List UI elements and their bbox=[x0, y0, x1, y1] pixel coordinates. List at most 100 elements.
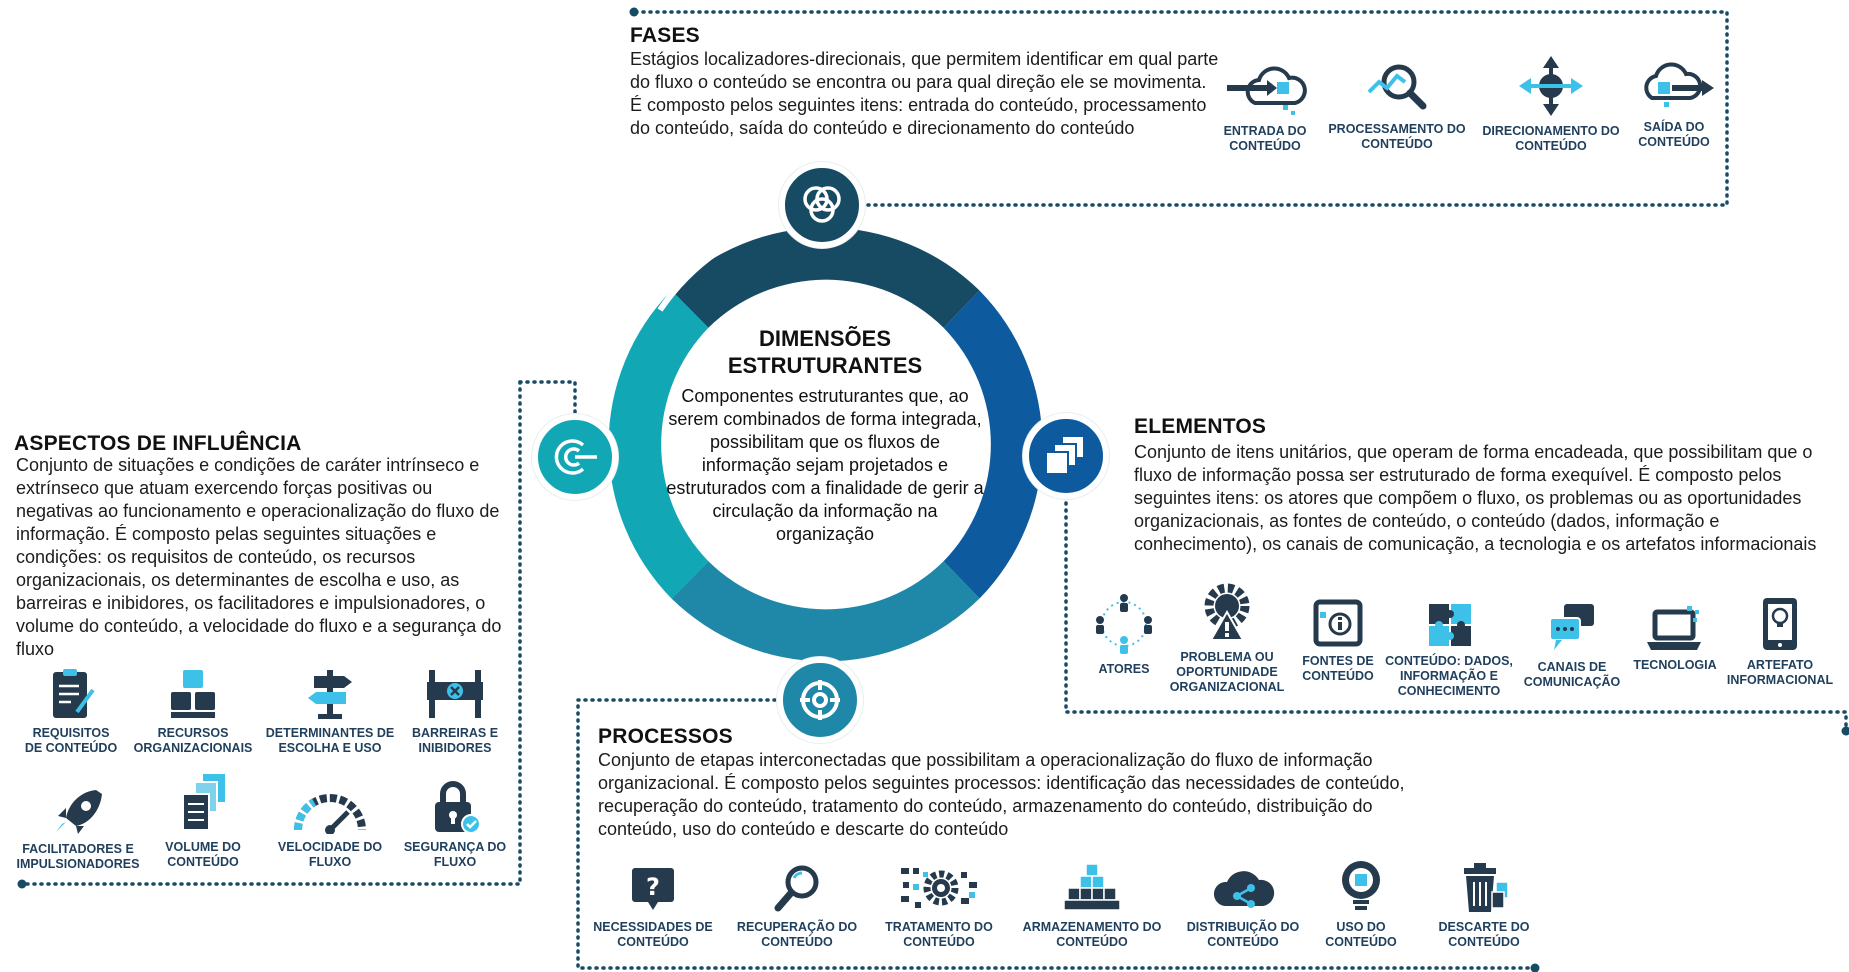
aspectos-connector bbox=[20, 380, 522, 886]
fases-item: PROCESSAMENTO DO CONTEÚDO bbox=[1322, 58, 1472, 152]
elementos-item-label: ATORES bbox=[1098, 662, 1150, 676]
processos-item-label: NECESSIDADES DE CONTEÚDO bbox=[593, 920, 713, 949]
aspectos-item-label: REQUISITOS DE CONTEÚDO bbox=[24, 726, 118, 755]
boxes-icon bbox=[171, 670, 215, 718]
laptop-icon bbox=[1647, 606, 1701, 650]
fases-hub bbox=[779, 162, 865, 248]
center-title: DIMENSÕES ESTRUTURANTES bbox=[660, 325, 990, 379]
question-sign-icon: ? bbox=[632, 868, 674, 910]
svg-text:?: ? bbox=[646, 873, 660, 901]
chat-bubbles-icon bbox=[1549, 604, 1594, 650]
ring-segment-elementos bbox=[943, 290, 1043, 599]
data-gear-icon bbox=[901, 868, 977, 908]
elementos-item: PROBLEMA OU OPORTUNIDADE ORGANIZACIONAL bbox=[1152, 582, 1302, 695]
processos-item: USO DO CONTEÚDO bbox=[1286, 858, 1436, 950]
processos-item-label: ARMAZENAMENTO DO CONTEÚDO bbox=[1022, 920, 1162, 949]
elementos-item-label: FONTES DE CONTEÚDO bbox=[1302, 654, 1374, 683]
aspectos-item: RECURSOS ORGANIZACIONAIS bbox=[118, 668, 268, 756]
elementos-description: Conjunto de itens unitários, que operam … bbox=[1134, 442, 1817, 554]
fases-item-label: ENTRADA DO CONTEÚDO bbox=[1223, 124, 1307, 153]
aspectos-item-label: DETERMINANTES DE ESCOLHA E USO bbox=[265, 726, 395, 755]
aspectos-item-label: FACILITADORES E IMPULSIONADORES bbox=[16, 842, 140, 871]
processos-item: DISTRIBUIÇÃO DO CONTEÚDO bbox=[1168, 868, 1318, 950]
center-title-line2: ESTRUTURANTES bbox=[727, 353, 923, 378]
cloud-output-icon bbox=[1644, 62, 1714, 107]
gear-warning-icon bbox=[1204, 583, 1250, 641]
elementos-item-label: PROBLEMA OU OPORTUNIDADE ORGANIZACIONAL bbox=[1169, 650, 1285, 694]
processos-item-label: USO DO CONTEÚDO bbox=[1325, 920, 1397, 949]
aspectos-item-label: SEGURANÇA DO FLUXO bbox=[403, 840, 507, 869]
elementos-item-label: ARTEFATO INFORMACIONAL bbox=[1726, 658, 1834, 687]
processos-item: ARMAZENAMENTO DO CONTEÚDO bbox=[1017, 862, 1167, 950]
magnifier-chart-icon bbox=[1367, 64, 1427, 110]
elementos-item: TECNOLOGIA bbox=[1600, 604, 1750, 673]
connector-dot bbox=[1530, 963, 1540, 972]
processos-title: PROCESSOS bbox=[598, 725, 733, 748]
signpost-icon bbox=[308, 670, 352, 719]
elementos-item: ATORES bbox=[1049, 592, 1199, 677]
aspectos-item-label: VOLUME DO CONTEÚDO bbox=[165, 840, 241, 869]
fases-item-label: DIRECIONAMENTO DO CONTEÚDO bbox=[1482, 124, 1620, 153]
aspectos-item: FACILITADORES E IMPULSIONADORES bbox=[3, 786, 153, 872]
tablet-idea-icon bbox=[1763, 598, 1797, 650]
elementos-item: ARTEFATO INFORMACIONAL bbox=[1705, 596, 1849, 688]
center-title-line1: DIMENSÕES bbox=[758, 326, 892, 351]
stacked-squares-icon bbox=[1045, 435, 1085, 475]
fases-item-label: SAÍDA DO CONTEÚDO bbox=[1638, 120, 1710, 149]
aspectos-item: BARREIRAS E INIBIDORES bbox=[380, 668, 530, 756]
elementos-item-label: CANAIS DE COMUNICAÇÃO bbox=[1523, 660, 1621, 689]
elementos-title: ELEMENTOS bbox=[1134, 415, 1267, 438]
processos-connector bbox=[576, 698, 1537, 970]
target-circle-icon bbox=[800, 680, 840, 720]
padlock-icon bbox=[435, 781, 481, 834]
barrier-icon bbox=[427, 670, 483, 718]
people-network-icon bbox=[1096, 594, 1152, 654]
target-arrows-icon bbox=[554, 439, 597, 475]
elementos-item: CONTEÚDO: DADOS, INFORMAÇÃO E CONHECIMEN… bbox=[1374, 602, 1524, 699]
connector-dot bbox=[629, 7, 639, 17]
processos-item: TRATAMENTO DO CONTEÚDO bbox=[864, 862, 1014, 950]
connector-dot bbox=[17, 879, 27, 889]
processos-item-label: RECUPERAÇÃO DO CONTEÚDO bbox=[736, 920, 858, 949]
aspectos-item: DETERMINANTES DE ESCOLHA E USO bbox=[255, 668, 405, 756]
aspectos-title: ASPECTOS DE INFLUÊNCIA bbox=[14, 432, 302, 455]
aspectos-item-label: VELOCIDADE DO FLUXO bbox=[277, 840, 383, 869]
center-description: Componentes estruturantes que, ao serem … bbox=[666, 386, 984, 544]
fases-description: Estágios localizadores-direcionais, que … bbox=[630, 49, 1219, 138]
aspectos-item: SEGURANÇA DO FLUXO bbox=[380, 780, 530, 870]
fases-item: DIRECIONAMENTO DO CONTEÚDO bbox=[1476, 54, 1626, 154]
search-icon bbox=[774, 865, 819, 912]
speedometer-icon bbox=[293, 794, 366, 834]
processos-hub bbox=[777, 657, 863, 743]
cloud-share-icon bbox=[1213, 871, 1275, 908]
four-arrows-icon bbox=[1519, 56, 1583, 116]
ring-segment-fases bbox=[671, 227, 980, 328]
dimensions-ring bbox=[608, 227, 1043, 662]
info-window-icon bbox=[1313, 599, 1363, 647]
elementos-hub bbox=[1023, 413, 1109, 499]
elementos-item: CANAIS DE COMUNICAÇÃO bbox=[1497, 602, 1647, 690]
puzzle-icon bbox=[1429, 604, 1471, 646]
elementos-item-label: CONTEÚDO: DADOS, INFORMAÇÃO E CONHECIMEN… bbox=[1385, 654, 1513, 698]
connector-dot bbox=[1841, 726, 1849, 736]
fases-item: ENTRADA DO CONTEÚDO bbox=[1190, 58, 1340, 154]
processos-item-label: DISTRIBUIÇÃO DO CONTEÚDO bbox=[1186, 920, 1300, 949]
trash-icon bbox=[1464, 863, 1509, 912]
rocket-icon bbox=[56, 790, 102, 834]
aspectos-item: REQUISITOS DE CONTEÚDO bbox=[0, 668, 146, 756]
aspectos-hub bbox=[532, 414, 618, 500]
ring-segment-aspectos bbox=[608, 290, 709, 599]
aspectos-description: Conjunto de situações e condições de car… bbox=[16, 455, 502, 659]
processos-item-label: TRATAMENTO DO CONTEÚDO bbox=[885, 920, 993, 949]
aspectos-connector-top bbox=[518, 380, 577, 422]
processos-description: Conjunto de etapas interconectadas que p… bbox=[598, 750, 1405, 839]
cube-stack-icon bbox=[1063, 863, 1121, 911]
fases-item: SAÍDA DO CONTEÚDO bbox=[1599, 58, 1749, 150]
elementos-item: FONTES DE CONTEÚDO bbox=[1263, 598, 1413, 684]
clipboard-icon bbox=[53, 669, 95, 718]
ring-segment-processos bbox=[671, 561, 980, 662]
aspectos-item: VELOCIDADE DO FLUXO bbox=[255, 790, 405, 870]
lightbulb-icon bbox=[1342, 861, 1380, 910]
documents-icon bbox=[182, 774, 225, 831]
